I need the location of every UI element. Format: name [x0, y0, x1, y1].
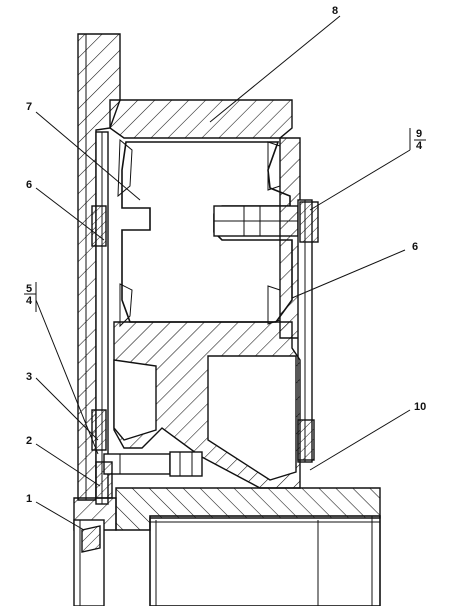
elastic-block	[117, 138, 299, 328]
shaft	[149, 515, 381, 606]
callout-8: 8	[332, 5, 338, 17]
right-wall	[279, 137, 301, 339]
callout-1: 1	[26, 493, 32, 505]
leader-lines	[35, 15, 411, 531]
callout-3: 3	[26, 371, 32, 383]
callout-7: 7	[26, 101, 32, 113]
callout-9: 9	[416, 128, 422, 140]
callout-2: 2	[26, 435, 32, 447]
bottom-pin	[103, 451, 203, 477]
callout-labels: 8 7 9 4 6 6 5 4 3 2 10 1	[24, 5, 426, 505]
left-fasteners	[91, 205, 113, 499]
callout-4-top: 4	[416, 140, 423, 152]
callout-6-left: 6	[26, 179, 32, 191]
callout-4-left: 4	[26, 295, 33, 307]
callout-10: 10	[414, 401, 426, 413]
hub-body	[113, 321, 301, 489]
top-housing	[109, 99, 293, 139]
bottom-flange	[73, 487, 381, 531]
bottom-bushing	[73, 519, 105, 606]
callout-5: 5	[26, 283, 32, 295]
callout-6-right: 6	[412, 241, 418, 253]
right-plate	[297, 199, 319, 463]
